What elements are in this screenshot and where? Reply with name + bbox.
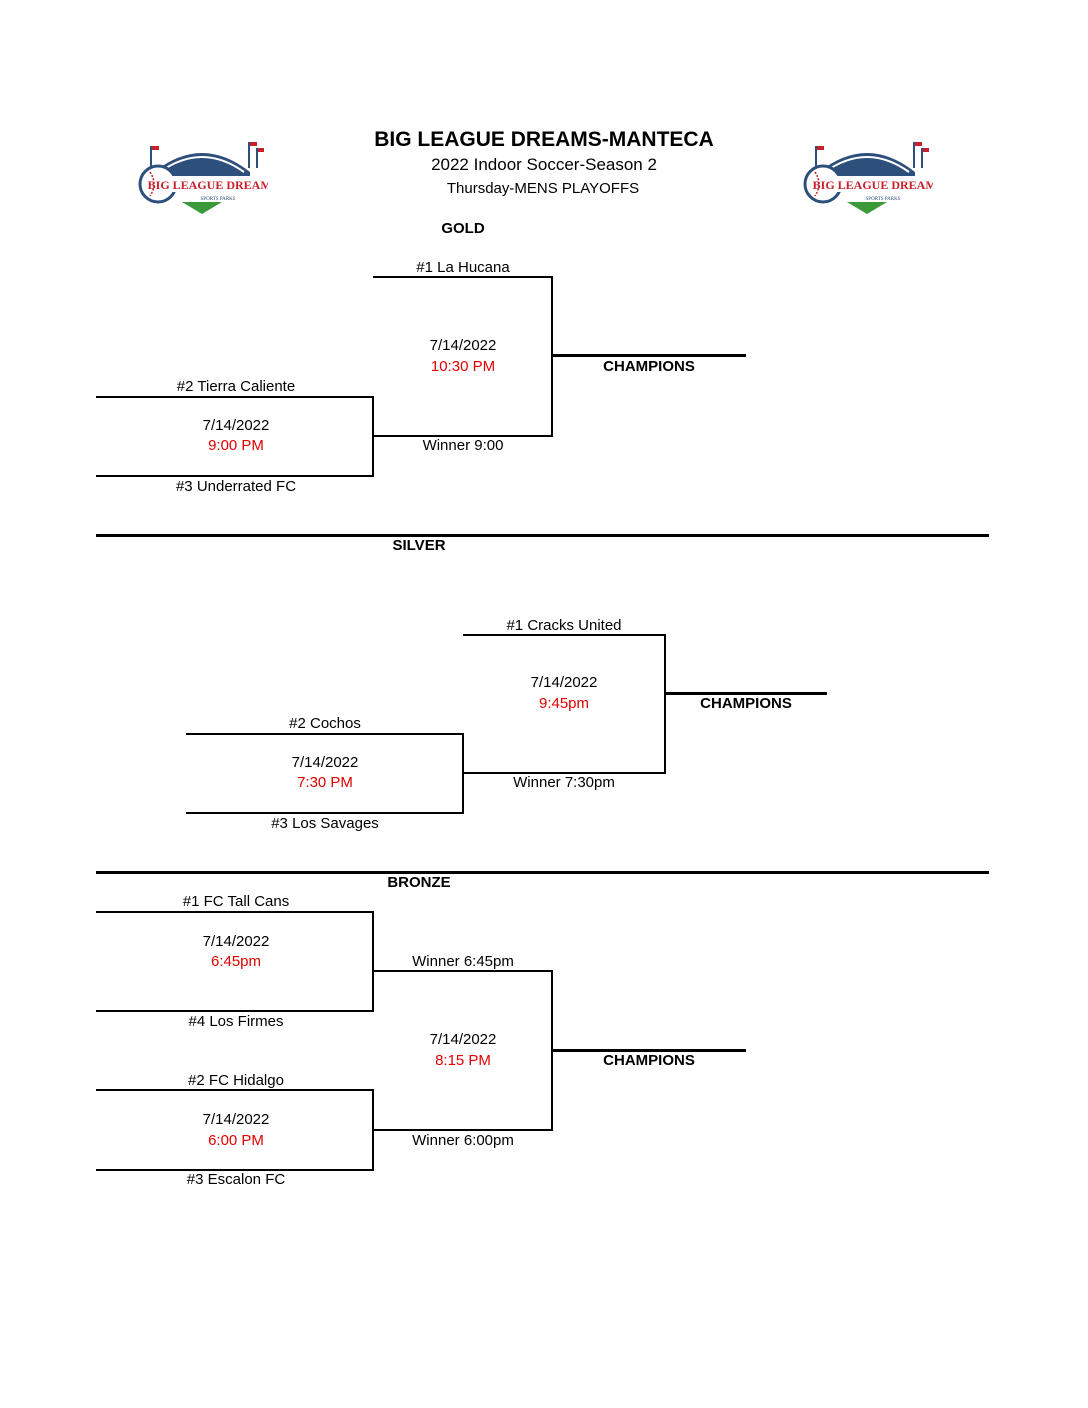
game-time: 9:45pm (538, 695, 590, 712)
bracket-line (372, 911, 374, 1011)
division-label-bronze: BRONZE (387, 874, 451, 891)
team-seed-3: #3 Los Savages (271, 815, 379, 832)
big-league-dreams-logo-right: BIG LEAGUE DREAMS SPORTS PARKS (803, 142, 933, 214)
team-seed-2: #2 Tierra Caliente (176, 378, 296, 395)
team-seed-3: #3 Escalon FC (186, 1171, 286, 1188)
game-time: 6:00 PM (208, 1132, 264, 1149)
division-label-gold: GOLD (441, 220, 485, 237)
bracket-line (96, 396, 374, 398)
bracket-line (664, 634, 666, 774)
logo-text: BIG LEAGUE DREAMS (813, 178, 933, 192)
champions-label: CHAMPIONS (700, 695, 792, 712)
svg-text:SPORTS PARKS: SPORTS PARKS (201, 197, 236, 202)
bracket-line (463, 772, 666, 774)
bracket-line (373, 970, 553, 972)
bracket-line (186, 812, 464, 814)
bracket-line (373, 276, 553, 278)
team-seed-3: #3 Underrated FC (175, 478, 297, 495)
bracket-line (463, 634, 666, 636)
team-seed-1: #1 La Hucana (416, 259, 510, 276)
bracket-line (96, 911, 374, 913)
section-divider (96, 871, 989, 874)
winner-label: Winner 7:30pm (513, 774, 615, 791)
bracket-line (96, 1089, 374, 1091)
winner-label: Winner 6:00pm (412, 1132, 514, 1149)
game-date: 7/14/2022 (202, 417, 270, 434)
game-time: 9:00 PM (208, 437, 264, 454)
game-date: 7/14/2022 (429, 337, 497, 354)
game-time: 10:30 PM (430, 358, 496, 375)
logo-text: BIG LEAGUE DREAMS (148, 178, 268, 192)
bracket-line (373, 1129, 553, 1131)
svg-text:SPORTS PARKS: SPORTS PARKS (866, 197, 901, 202)
champion-line (665, 692, 827, 695)
winner-label: Winner 6:45pm (412, 953, 514, 970)
team-seed-1: #1 FC Tall Cans (182, 893, 290, 910)
bracket-line (96, 1169, 374, 1171)
game-time: 8:15 PM (435, 1052, 491, 1069)
game-date: 7/14/2022 (202, 933, 270, 950)
winner-label: Winner 9:00 (422, 437, 504, 454)
team-seed-4: #4 Los Firmes (188, 1013, 284, 1030)
division-label-silver: SILVER (392, 537, 446, 554)
bracket-line (373, 435, 553, 437)
team-seed-1: #1 Cracks United (506, 617, 622, 634)
bracket-line (186, 733, 464, 735)
page-subtitle-2: Thursday-MENS PLAYOFFS (446, 180, 640, 197)
bracket-line (96, 1010, 374, 1012)
champion-line (552, 354, 746, 357)
game-time: 6:45pm (210, 953, 262, 970)
bracket-line (96, 475, 374, 477)
page-title: BIG LEAGUE DREAMS-MANTECA (374, 128, 714, 151)
page-subtitle: 2022 Indoor Soccer-Season 2 (431, 155, 657, 174)
champions-label: CHAMPIONS (603, 1052, 695, 1069)
champions-label: CHAMPIONS (603, 358, 695, 375)
game-date: 7/14/2022 (530, 674, 598, 691)
team-seed-2: #2 FC Hidalgo (188, 1072, 284, 1089)
game-time: 7:30 PM (297, 774, 353, 791)
game-date: 7/14/2022 (291, 754, 359, 771)
game-date: 7/14/2022 (429, 1031, 497, 1048)
game-date: 7/14/2022 (202, 1111, 270, 1128)
section-divider (96, 534, 989, 537)
champion-line (552, 1049, 746, 1052)
big-league-dreams-logo-left: BIG LEAGUE DREAMS SPORTS PARKS (138, 142, 268, 214)
team-seed-2: #2 Cochos (289, 715, 361, 732)
